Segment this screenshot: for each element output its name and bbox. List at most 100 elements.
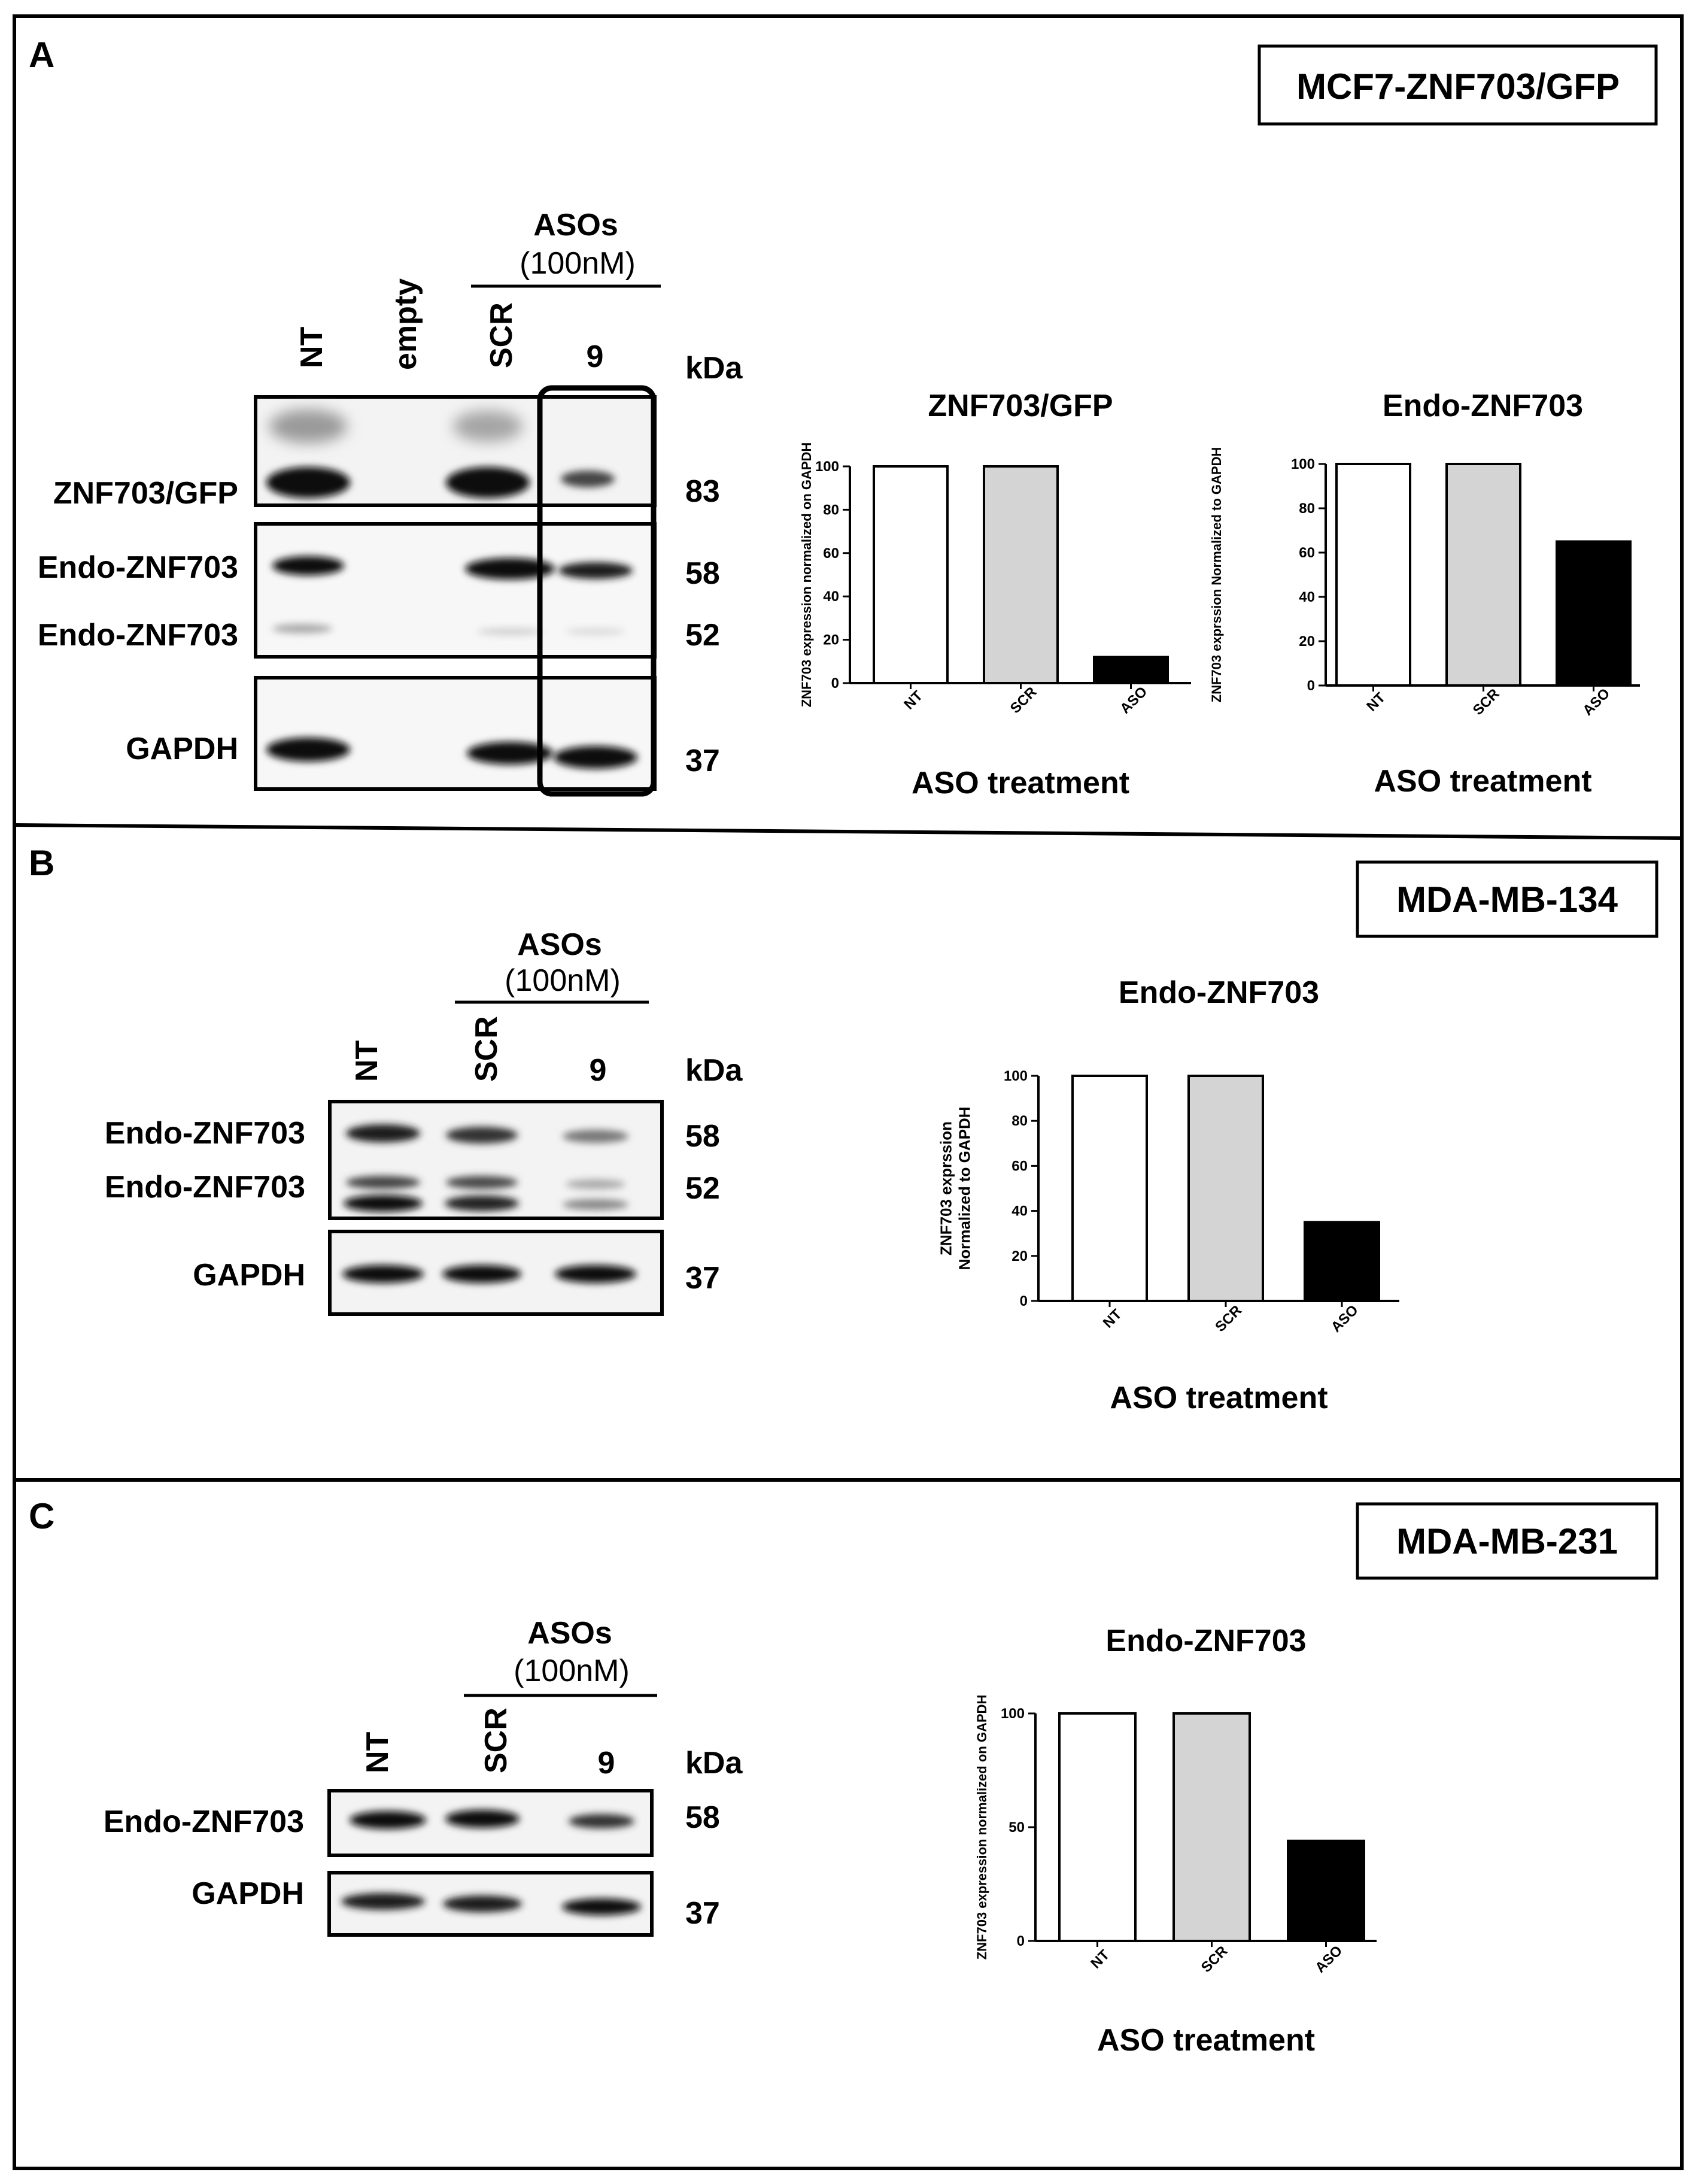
bar-nt [1058, 1712, 1137, 1942]
y-axis-label-line: Normalized to GAPDH [956, 1106, 974, 1270]
y-axis-label-line: ZNF703 expression normalized on GAPDH [799, 442, 814, 708]
panel-letter: C [29, 1496, 54, 1536]
concentration-label: (100nM) [514, 1654, 630, 1688]
band-label-znf703-gfp: ZNF703/GFP [53, 476, 238, 511]
concentration-label: (100nM) [505, 963, 621, 998]
bar-scr [983, 465, 1059, 684]
bar-nt [1071, 1075, 1148, 1302]
panel-letter: B [29, 843, 54, 883]
y-tick-label: 60 [823, 545, 839, 562]
bar-aso [1556, 540, 1632, 687]
blot-gapdh [327, 1871, 654, 1937]
kda-marker-52: 52 [685, 618, 720, 653]
y-tick-label: 0 [1307, 678, 1315, 694]
band-label-gapdh: GAPDH [192, 1876, 304, 1911]
band-label-gapdh: GAPDH [193, 1258, 305, 1293]
y-tick-label: 100 [1001, 1706, 1025, 1722]
y-tick-label: 100 [1004, 1068, 1028, 1084]
lane-label-nt: NT [360, 1731, 395, 1773]
lane-label-scr: SCR [479, 1707, 514, 1773]
bar-scr [1445, 463, 1521, 687]
kda-marker-58: 58 [685, 556, 720, 591]
kda-marker-58: 58 [685, 1119, 720, 1154]
cell-line-label: MDA-MB-134 [1396, 879, 1618, 920]
y-tick-label: 80 [1299, 500, 1315, 517]
blot-gapdh [254, 676, 657, 791]
kda-marker-37: 37 [685, 1261, 720, 1296]
kda-marker-52: 52 [685, 1171, 720, 1206]
bar-scr [1187, 1075, 1264, 1302]
kda-marker-37: 37 [685, 744, 720, 778]
x-axis-label: ASO treatment [1097, 2023, 1315, 2058]
blot-endo-znf703 [328, 1100, 664, 1220]
figure-frame [13, 14, 1684, 2170]
asos-label: ASOs [527, 1616, 612, 1651]
bar-aso [1287, 1839, 1365, 1943]
bar-nt [1335, 463, 1411, 687]
x-axis-label: ASO treatment [1374, 764, 1591, 799]
chart-title: ZNF703/GFP [928, 389, 1113, 423]
y-axis-label-line: ZNF703 exprssion [937, 1121, 955, 1255]
band-label-endo-znf703-52: Endo-ZNF703 [38, 618, 238, 653]
aso9-highlight-box [537, 385, 657, 797]
band-label-endo-znf703-52: Endo-ZNF703 [105, 1170, 305, 1205]
chart-title: Endo-ZNF703 [1119, 975, 1319, 1010]
kda-marker-37: 37 [685, 1896, 720, 1931]
lane-label-aso9: 9 [587, 339, 604, 374]
cell-line-box [1356, 860, 1658, 938]
band-label-endo-znf703: Endo-ZNF703 [104, 1804, 304, 1839]
y-tick-label: 40 [823, 589, 839, 605]
y-axis-label-line: ZNF703 expression normalized on GAPDH [974, 1695, 989, 1960]
panel-a: A MCF7-ZNF703/GFP ASOs (100nM) NT empty … [29, 35, 1658, 800]
asos-label: ASOs [517, 927, 602, 962]
lane-label-scr: SCR [469, 1016, 504, 1082]
cell-line-box [1257, 44, 1658, 126]
cell-line-label: MCF7-ZNF703/GFP [1296, 66, 1620, 107]
lane-label-aso9: 9 [590, 1053, 607, 1088]
y-axis-label-line: ZNF703 exprssion Normalized to GAPDH [1209, 447, 1224, 703]
y-tick-label: 60 [1299, 545, 1315, 561]
blot-endo-znf703 [254, 522, 657, 659]
y-axis-label: ZNF703 expression normalized on GAPDH [974, 1695, 989, 1960]
bar-scr [1172, 1712, 1251, 1942]
lane-label-nt: NT [294, 326, 329, 368]
band-label-endo-znf703-58: Endo-ZNF703 [105, 1116, 305, 1151]
y-axis-label: ZNF703 exprssion Normalized to GAPDH [1209, 447, 1224, 703]
y-tick-label: 40 [1299, 589, 1315, 605]
y-tick-label: 100 [815, 459, 839, 475]
y-tick-label: 0 [831, 675, 839, 691]
y-tick-label: 60 [1011, 1158, 1028, 1174]
y-tick-label: 20 [823, 632, 839, 648]
bar-nt [873, 465, 949, 684]
y-tick-label: 80 [823, 502, 839, 518]
blot-endo-znf703 [327, 1789, 654, 1857]
y-tick-label: 20 [1299, 633, 1315, 650]
lane-label-nt: NT [350, 1040, 384, 1082]
x-axis-label: ASO treatment [1110, 1381, 1328, 1415]
y-tick-label: 0 [1020, 1293, 1028, 1309]
panel-divider-ab [14, 823, 1682, 840]
kda-label: kDa [685, 1053, 743, 1088]
y-tick-label: 80 [1011, 1113, 1028, 1129]
bar-aso [1093, 656, 1169, 685]
x-axis-label: ASO treatment [912, 766, 1129, 800]
lane-label-scr: SCR [484, 302, 519, 368]
y-tick-label: 50 [1009, 1819, 1025, 1836]
chart-title: Endo-ZNF703 [1105, 1624, 1306, 1658]
lane-label-aso9: 9 [598, 1746, 615, 1780]
y-tick-label: 100 [1291, 456, 1315, 472]
kda-label: kDa [685, 1746, 743, 1780]
kda-marker-83: 83 [685, 474, 720, 509]
y-axis-label: ZNF703 exprssionNormalized to GAPDH [937, 1106, 973, 1270]
panel-b: B MDA-MB-134 ASOs (100nM) NT SCR 9 kDa [29, 843, 1658, 1415]
band-label-gapdh: GAPDH [126, 732, 238, 766]
blot-gapdh [328, 1230, 664, 1316]
chart-title: Endo-ZNF703 [1383, 389, 1583, 423]
kda-marker-58: 58 [685, 1800, 720, 1835]
chart-a1: ZNF703/GFP ZNF703 expression normalized o… [799, 389, 1191, 800]
concentration-label: (100nM) [520, 246, 636, 281]
bar-aso [1304, 1221, 1380, 1303]
panel-letter: A [29, 35, 54, 75]
y-tick-label: 20 [1011, 1248, 1028, 1264]
